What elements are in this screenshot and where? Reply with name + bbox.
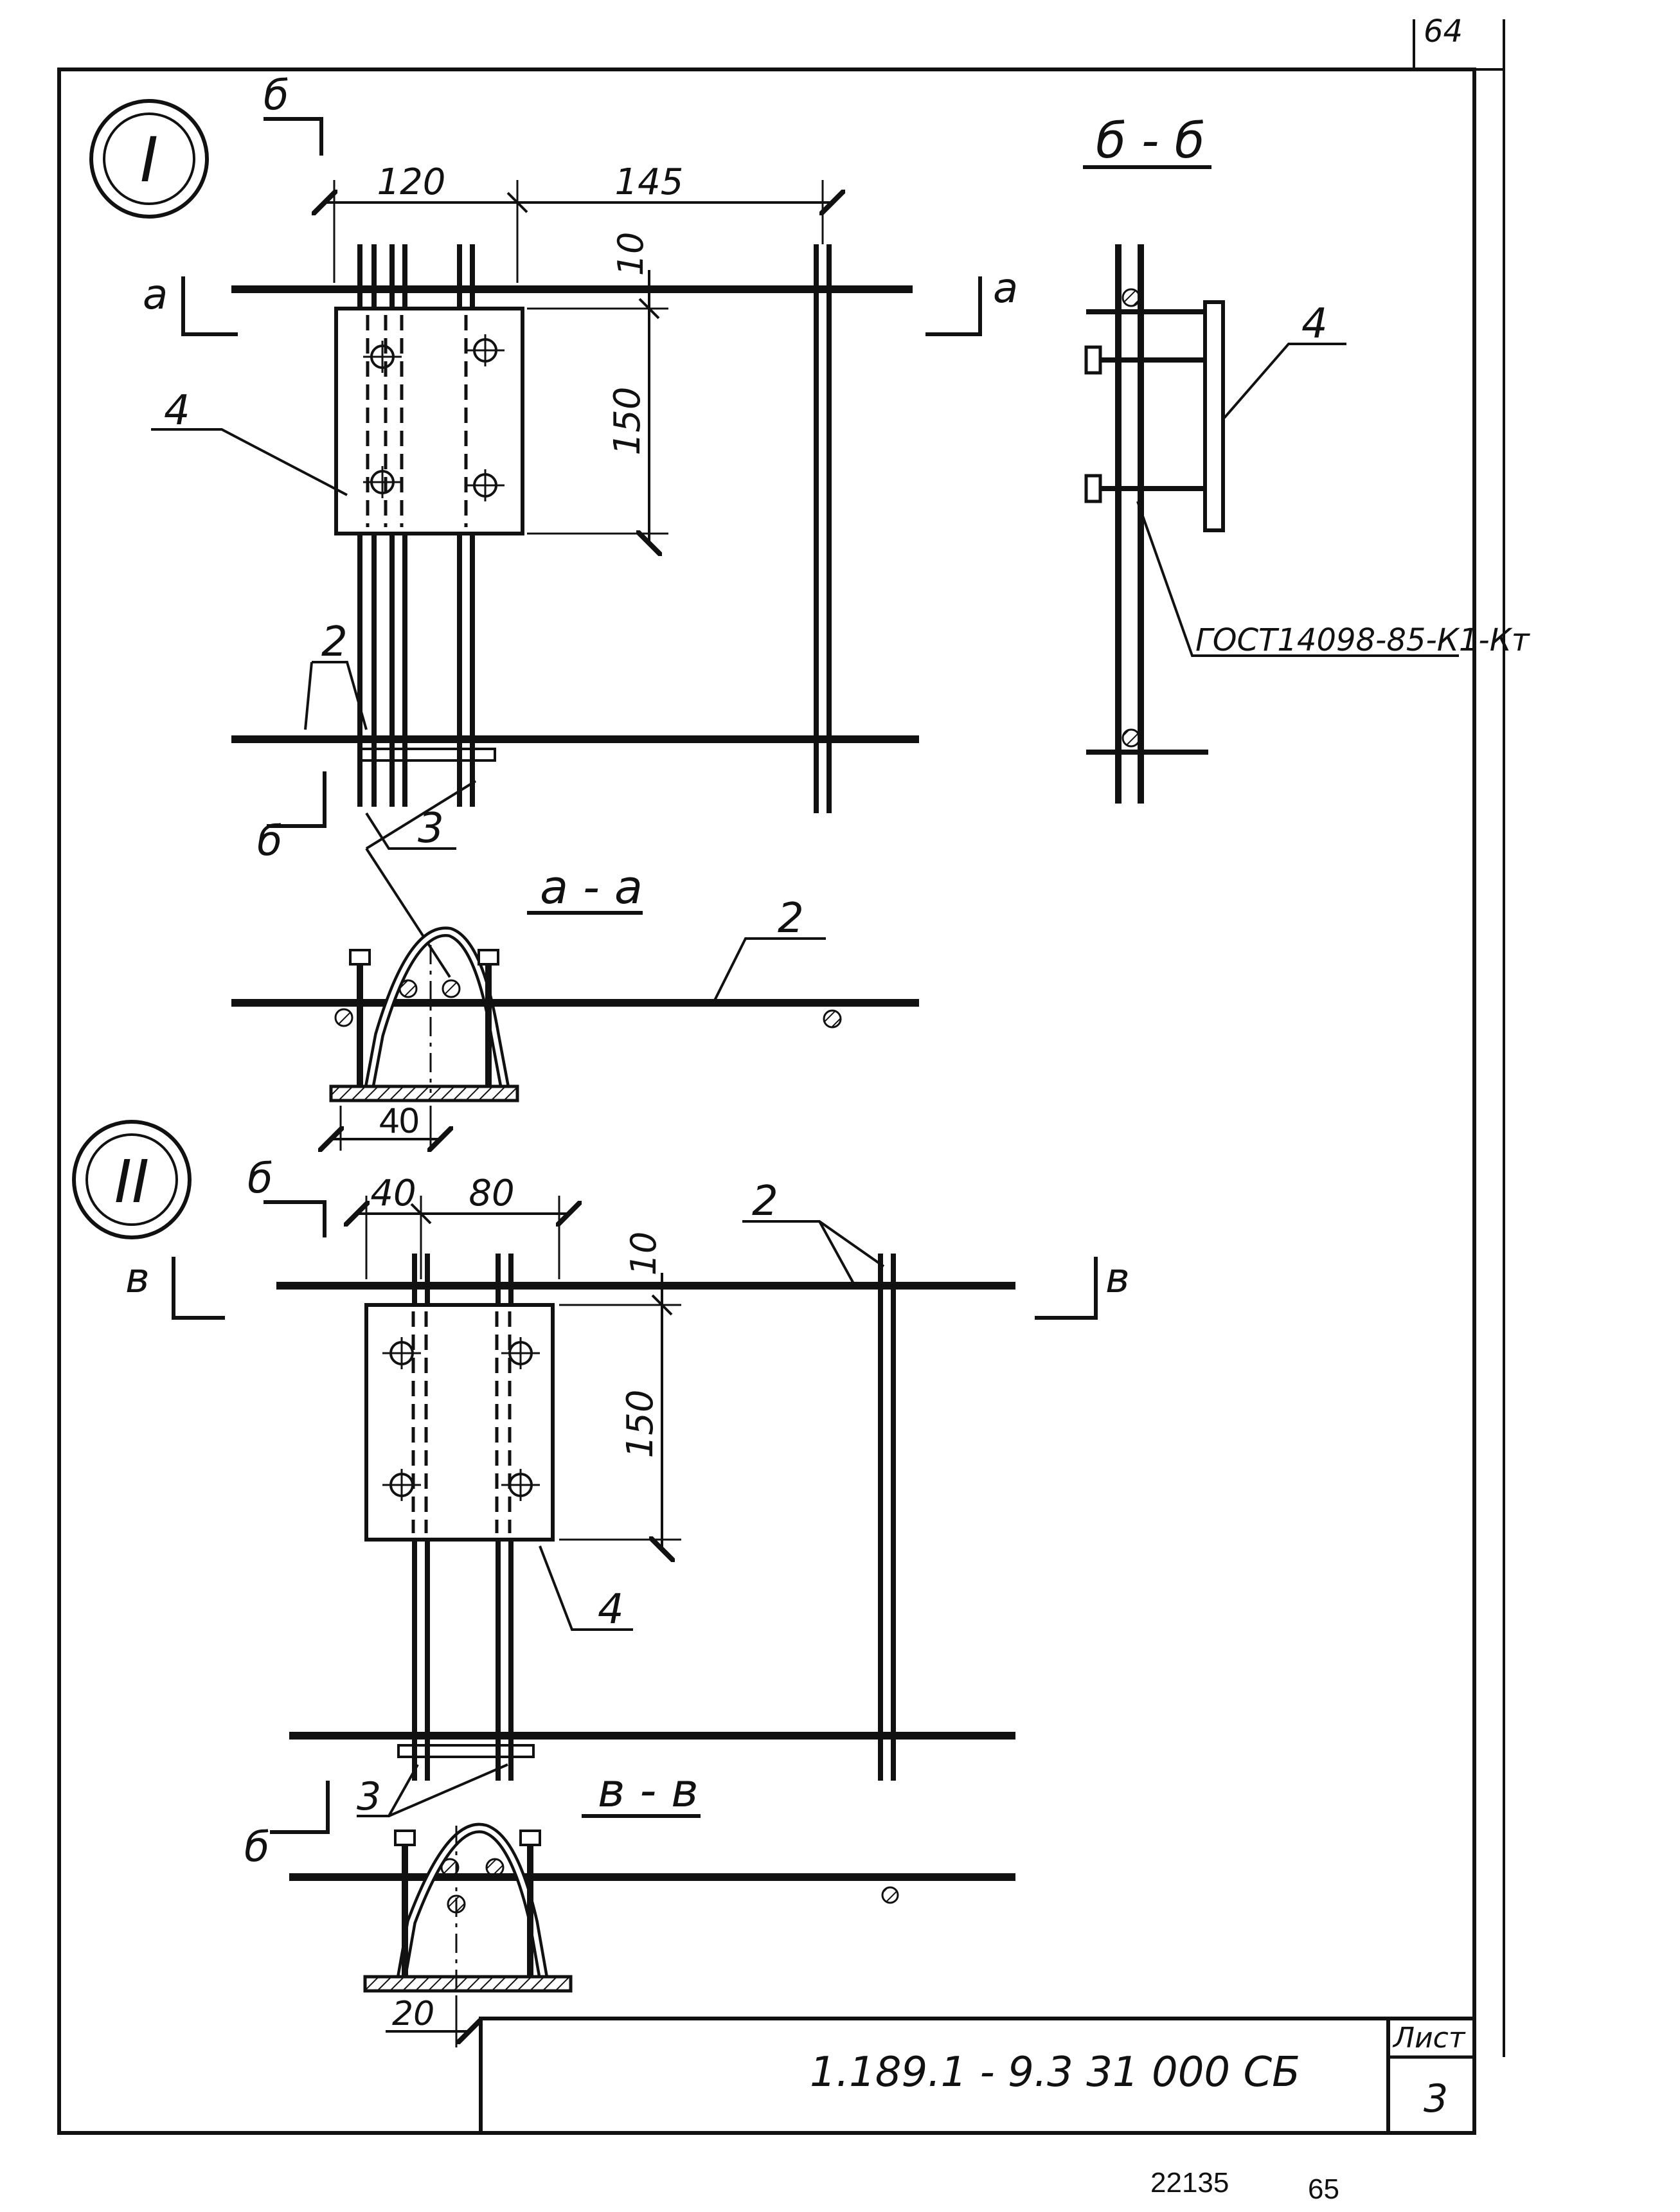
- node-2-leaders: [357, 1220, 885, 1817]
- svg-text:б: б: [264, 72, 289, 120]
- node-1-cut-mark-a-right: а: [925, 265, 1018, 336]
- svg-text:в: в: [1105, 1255, 1130, 1302]
- node-1-cut-mark-a-left: а: [143, 271, 238, 336]
- svg-text:а: а: [993, 265, 1018, 312]
- node-1-circle: I: [89, 99, 209, 219]
- node-1-cut-mark-b-top: б: [264, 72, 323, 156]
- node-2-plate: [364, 1303, 555, 1542]
- node-1-dim-10: 10: [611, 232, 651, 276]
- section-aa-view: [231, 926, 919, 1151]
- svg-text:в: в: [125, 1255, 150, 1302]
- section-vv-view: [289, 1822, 1015, 2047]
- node-2-cut-mark-b-top: б: [247, 1155, 326, 1237]
- node-2-dim-80: 80: [469, 1173, 514, 1214]
- node-2-dim-10: 10: [623, 1232, 664, 1276]
- sheet-label: Лист: [1392, 2022, 1466, 2055]
- drawing-frame: [57, 19, 1505, 2135]
- top-sheet-number: 64: [1424, 13, 1463, 49]
- node-2-callout-plate: 4: [598, 1586, 624, 1633]
- svg-text:II: II: [114, 1147, 149, 1216]
- node-1-dim-145: 145: [615, 161, 684, 203]
- svg-text:б: б: [257, 818, 282, 865]
- node-1-cut-mark-b-bottom: б: [257, 771, 326, 865]
- svg-text:б: б: [244, 1824, 269, 1871]
- title-block: [479, 2017, 1474, 2133]
- node-2-callout-anchors: 3: [357, 1774, 381, 1819]
- page-code: 65: [1308, 2173, 1339, 2205]
- node-2-circle: II: [72, 1120, 192, 1239]
- sheet-number: 3: [1424, 2076, 1448, 2121]
- section-bb-callout-plate: 4: [1301, 300, 1328, 348]
- node-1-leaders: [151, 428, 477, 978]
- node-1-callout-plate: 4: [164, 387, 190, 435]
- node-2-dim-150: 150: [620, 1390, 661, 1459]
- node-1-dim-120: 120: [377, 161, 446, 203]
- node-2-cut-mark-v-right: в: [1035, 1255, 1130, 1320]
- node-1-dim-40: 40: [379, 1100, 419, 1140]
- section-aa-callout-bar: 2: [778, 895, 804, 942]
- section-vv-title: в - в: [598, 1763, 699, 1817]
- svg-text:б: б: [247, 1155, 273, 1203]
- node-1-dim-150: 150: [607, 387, 648, 456]
- section-aa-title: а - а: [540, 860, 643, 914]
- section-bb-title: б - б: [1096, 112, 1204, 169]
- node-2-cut-mark-v-left: в: [125, 1255, 225, 1320]
- drawing-designation: 1.189.1 - 9.3 31 000 СБ: [810, 2049, 1300, 2096]
- node-1-dimensions: [325, 180, 832, 543]
- svg-text:I: I: [140, 124, 158, 196]
- node-1-callout-bars: 2: [321, 618, 348, 666]
- node-2-dim-40: 40: [370, 1173, 416, 1214]
- section-bb-view: [1084, 244, 1459, 804]
- node-2-dim-20: 20: [392, 1995, 434, 2033]
- node-2-dimensions: [357, 1196, 681, 1549]
- gost-note: ГОСТ14098-85-К1-Кт: [1195, 622, 1531, 658]
- node-1-callout-anchors: 3: [418, 805, 444, 852]
- node-2-cut-mark-b-bottom: б: [244, 1781, 330, 1871]
- node-2-callout-bars: 2: [752, 1178, 778, 1225]
- node-1-plate: [334, 307, 524, 535]
- archive-code: 22135: [1150, 2167, 1229, 2199]
- svg-text:а: а: [143, 271, 168, 319]
